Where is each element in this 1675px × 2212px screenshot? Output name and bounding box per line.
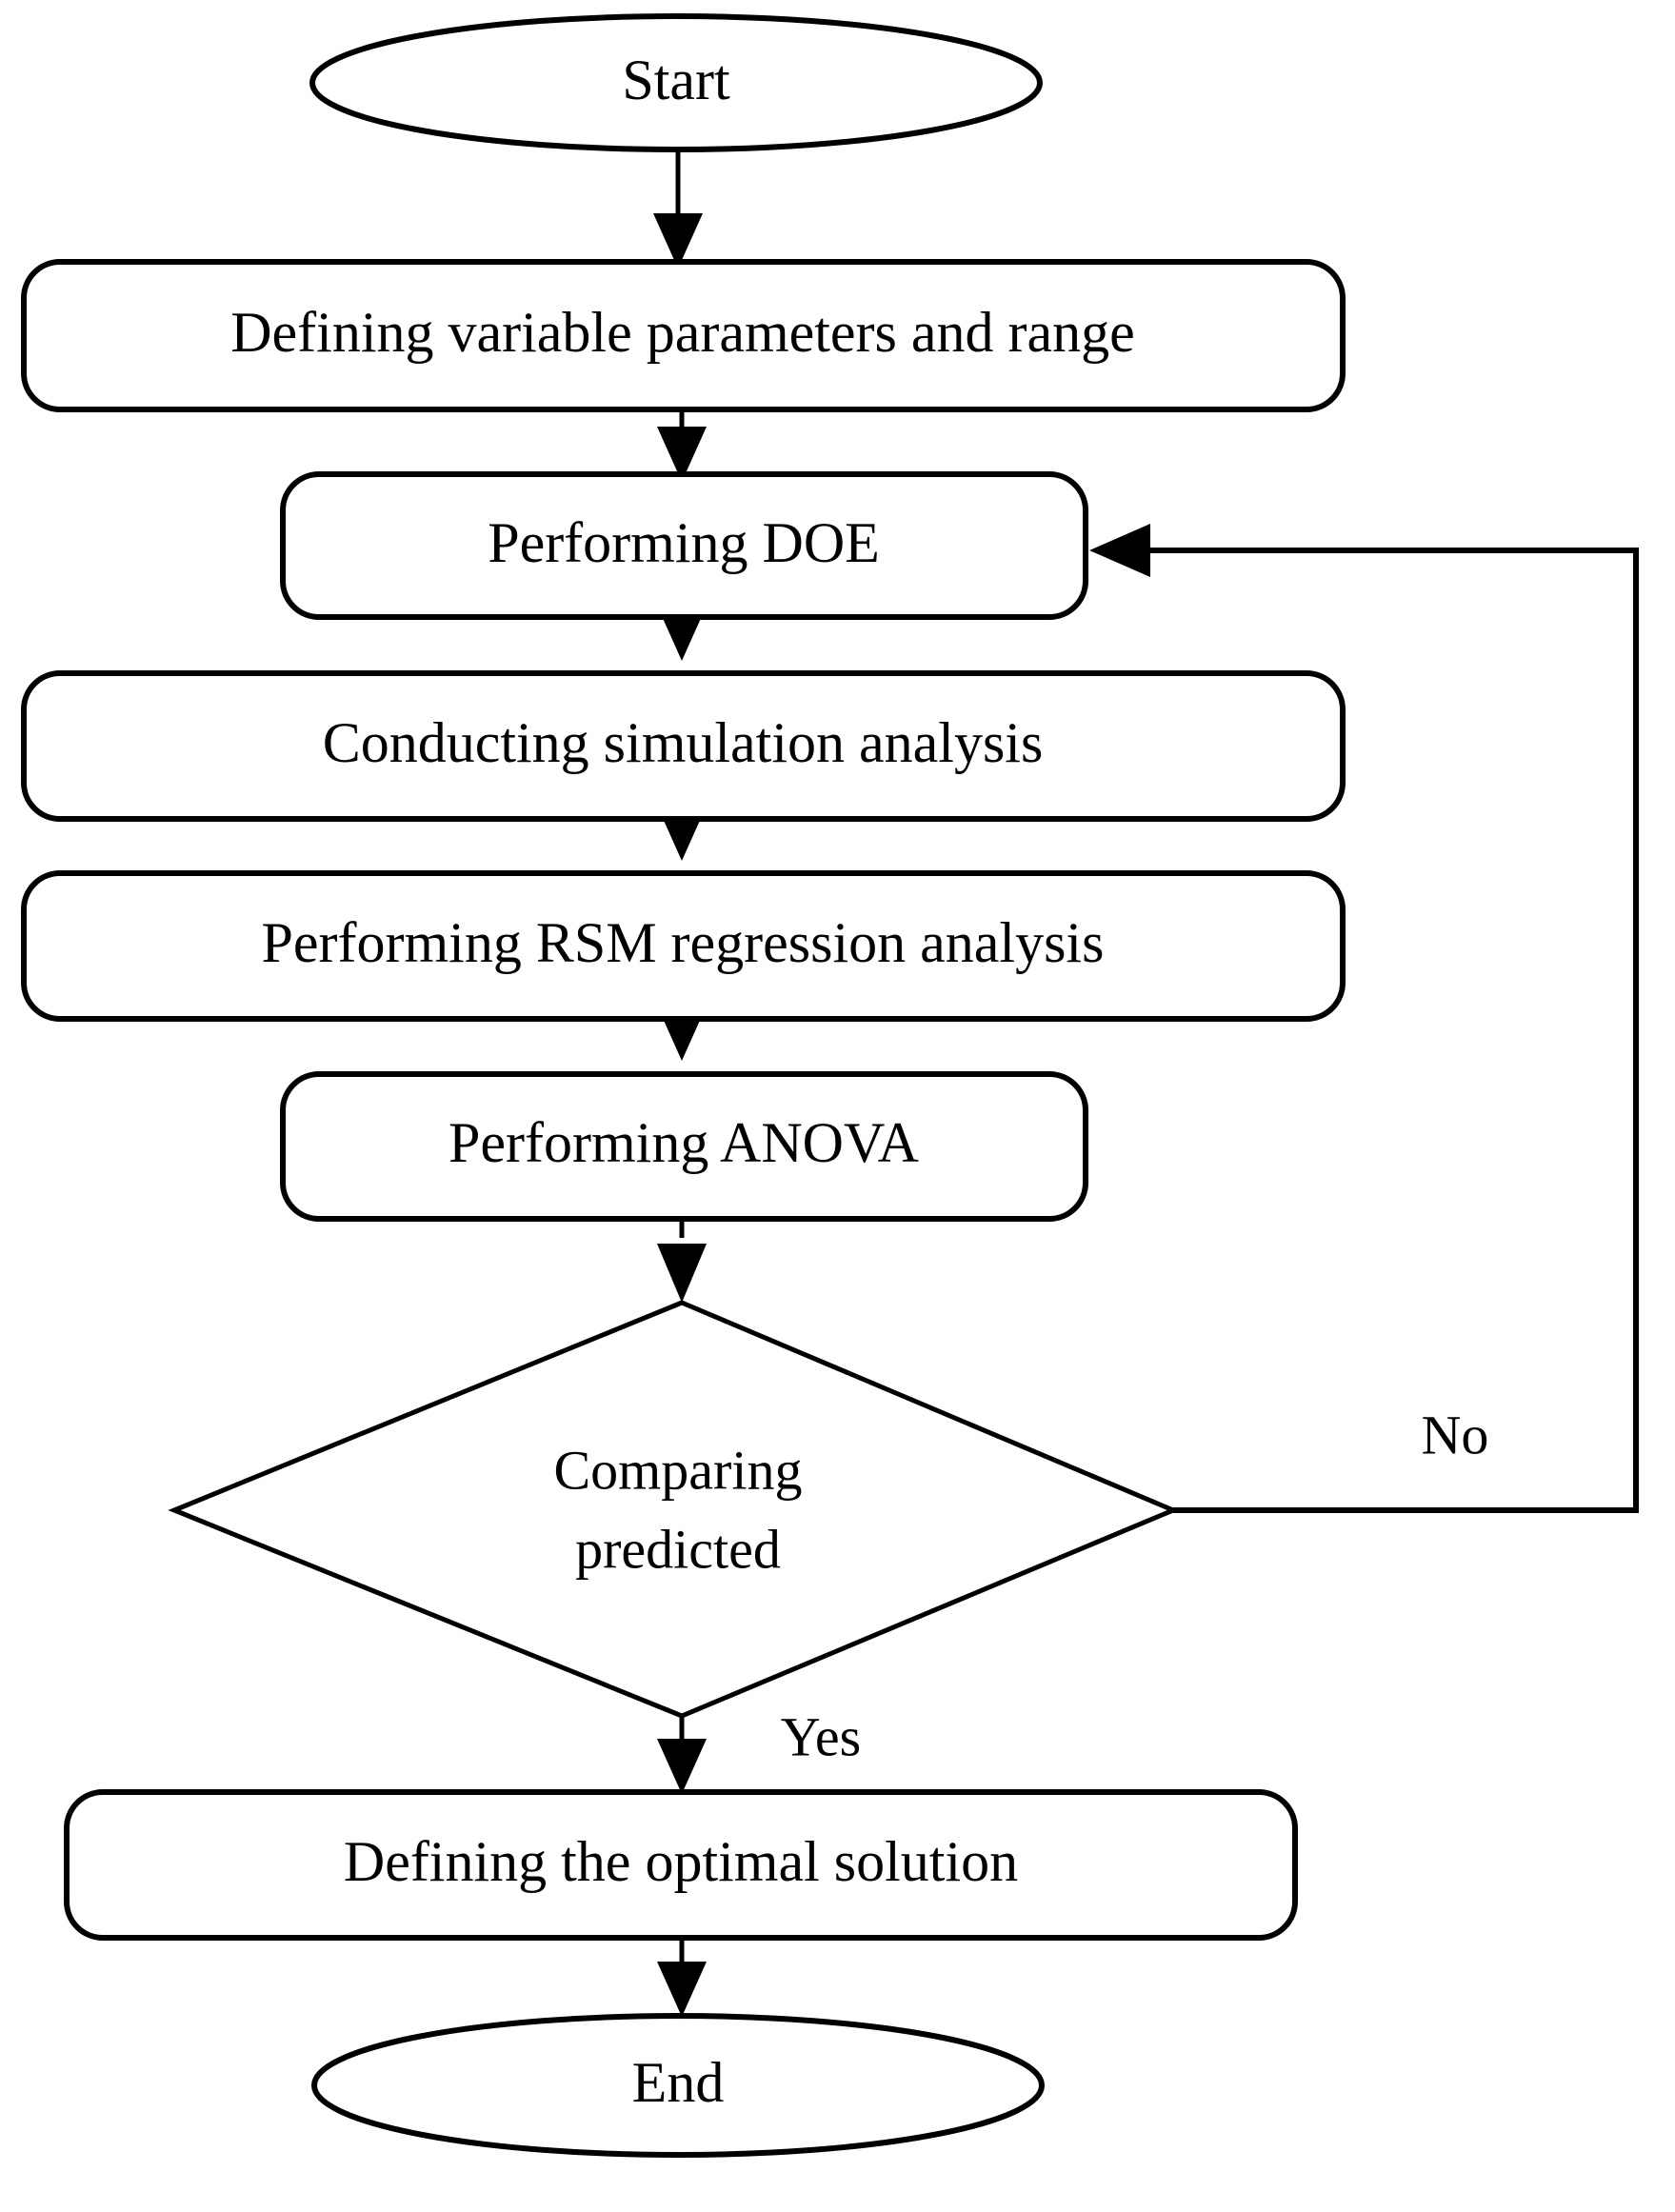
- edge-label-yes: Yes: [781, 1705, 861, 1767]
- node-perform-anova-label: Performing ANOVA: [449, 1111, 919, 1174]
- node-end[interactable]: End: [311, 2013, 1045, 2158]
- edge-define-to-doe: [657, 408, 707, 482]
- node-end-label: End: [632, 2051, 725, 2114]
- node-rsm-regression-label: Performing RSM regression analysis: [262, 911, 1105, 974]
- node-define-params[interactable]: Defining variable parameters and range: [21, 259, 1346, 412]
- node-rsm-regression[interactable]: Performing RSM regression analysis: [21, 870, 1346, 1022]
- node-start-label: Start: [622, 49, 730, 111]
- node-start[interactable]: Start: [309, 13, 1043, 152]
- node-conduct-simulation[interactable]: Conducting simulation analysis: [21, 670, 1346, 822]
- edge-decision-yes: [657, 1714, 707, 1794]
- node-perform-doe[interactable]: Performing DOE: [280, 471, 1088, 620]
- node-define-params-label: Defining variable parameters and range: [230, 301, 1135, 364]
- node-perform-doe-label: Performing DOE: [488, 511, 880, 574]
- node-comparing-decision-label-line1: Comparing: [554, 1439, 803, 1501]
- node-perform-anova[interactable]: Performing ANOVA: [280, 1071, 1088, 1222]
- node-comparing-decision-label-line2: predicted: [575, 1518, 781, 1580]
- node-conduct-simulation-label: Conducting simulation analysis: [323, 711, 1044, 774]
- edge-optimal-to-end: [657, 1937, 707, 2017]
- edge-anova-to-decision: [657, 1217, 707, 1303]
- node-optimal-solution[interactable]: Defining the optimal solution: [64, 1789, 1298, 1941]
- edge-start-to-define: [653, 143, 703, 269]
- edge-decision-no-feedback: [1089, 524, 1639, 1513]
- edge-label-no: No: [1422, 1404, 1489, 1465]
- node-optimal-solution-label: Defining the optimal solution: [344, 1830, 1018, 1893]
- node-comparing-decision[interactable]: Comparing predicted: [168, 1300, 1180, 1719]
